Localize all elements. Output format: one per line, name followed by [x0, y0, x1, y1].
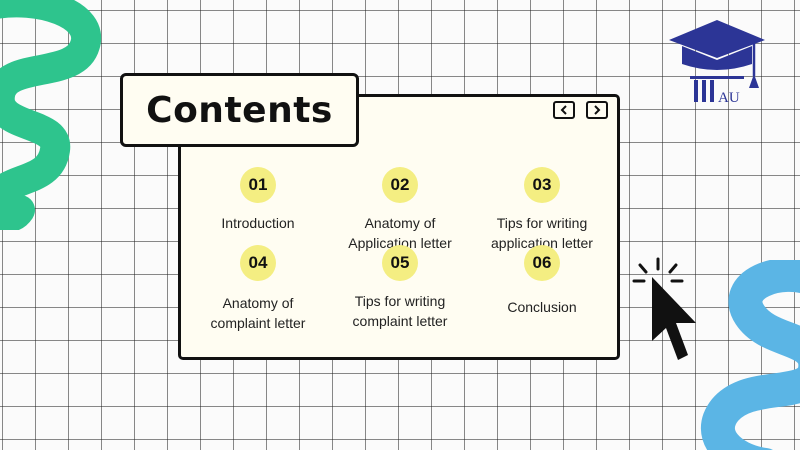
- item-label: Introduction: [221, 215, 295, 231]
- item-number-badge: 04: [240, 245, 276, 281]
- contents-item-02[interactable]: 02 Anatomy of Application letter: [325, 167, 475, 253]
- item-number-badge: 03: [524, 167, 560, 203]
- item-number-badge: 05: [382, 245, 418, 281]
- item-number-badge: 02: [382, 167, 418, 203]
- item-number-badge: 01: [240, 167, 276, 203]
- next-button[interactable]: [586, 101, 608, 119]
- green-squiggle-decoration: [0, 0, 101, 230]
- previous-button[interactable]: [553, 101, 575, 119]
- item-label: Tips for writing complaint letter: [352, 293, 448, 329]
- item-label: Conclusion: [507, 299, 577, 315]
- contents-item-04[interactable]: 04 Anatomy of complaint letter: [183, 245, 333, 333]
- contents-item-06[interactable]: 06 Conclusion: [467, 245, 617, 317]
- item-number-badge: 06: [524, 245, 560, 281]
- logo: AU: [662, 18, 772, 108]
- contents-item-05[interactable]: 05 Tips for writing complaint letter: [325, 245, 475, 331]
- blue-squiggle-decoration: [700, 260, 800, 450]
- logo-text: AU: [718, 90, 740, 106]
- chevron-right-icon: [594, 105, 601, 115]
- item-label: Anatomy of complaint letter: [210, 295, 306, 331]
- cursor-click-icon: [632, 257, 696, 360]
- chevron-left-icon: [560, 105, 567, 115]
- page-title: Contents: [146, 89, 333, 131]
- contents-item-03[interactable]: 03 Tips for writing application letter: [467, 167, 617, 253]
- contents-item-01[interactable]: 01 Introduction: [183, 167, 333, 233]
- title-tab: Contents: [120, 73, 359, 147]
- graduation-cap-pillar-logo-icon: [669, 20, 765, 102]
